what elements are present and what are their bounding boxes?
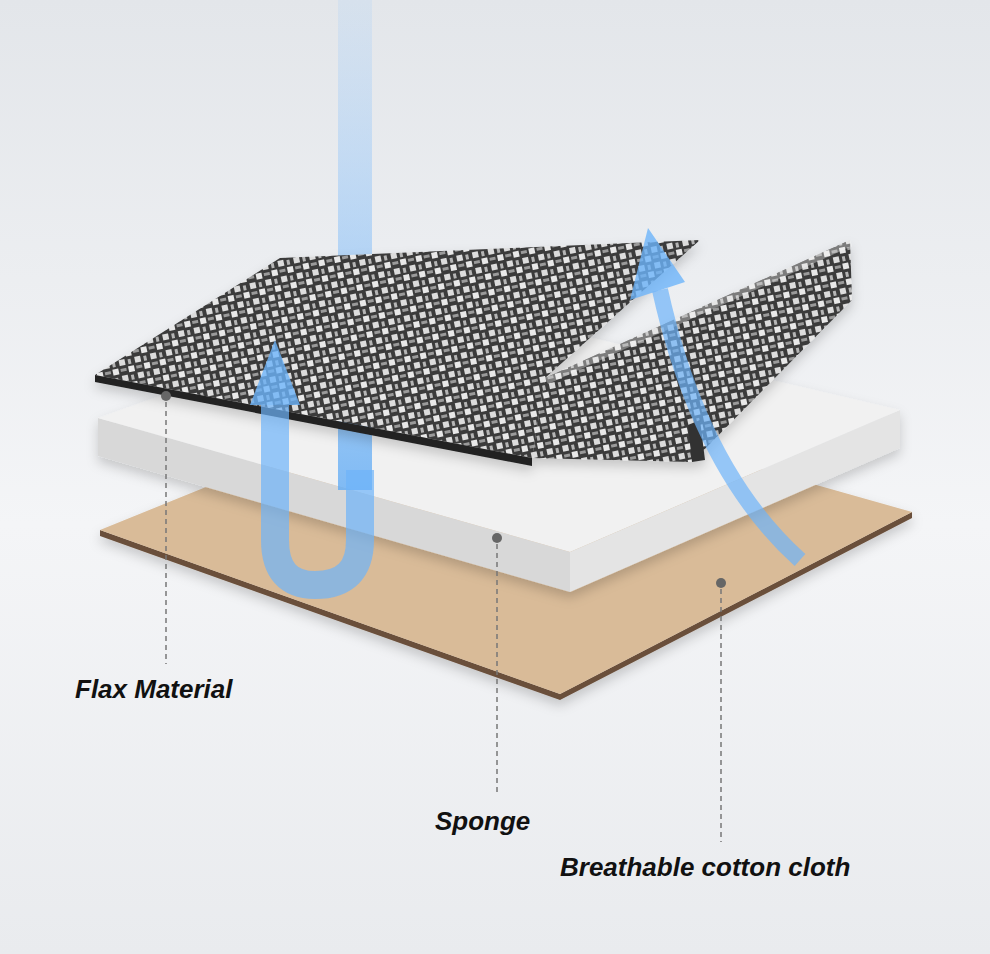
part-label: Flax Material <box>75 674 233 704</box>
part-label: Breathable cotton cloth <box>560 852 850 882</box>
part-label: Sponge <box>435 806 530 836</box>
